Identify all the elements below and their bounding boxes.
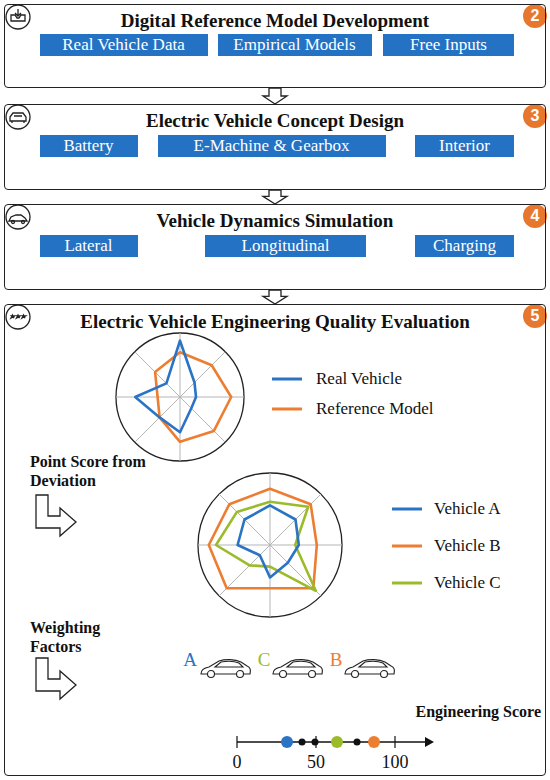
legend-text: Real Vehicle bbox=[316, 369, 402, 389]
panel-icon bbox=[6, 105, 30, 129]
radar-series bbox=[155, 352, 231, 442]
panel-heading: Digital Reference Model Development bbox=[5, 10, 545, 32]
radar-outline bbox=[116, 333, 244, 461]
vehicle-letter: C bbox=[258, 649, 271, 671]
axis-tick-label: 100 bbox=[382, 752, 409, 773]
radar-series bbox=[216, 502, 316, 591]
flow-arrow bbox=[263, 290, 287, 304]
callout-number: 2 bbox=[531, 7, 540, 25]
radar-series bbox=[238, 505, 299, 577]
panel-heading: Electric Vehicle Engineering Quality Eva… bbox=[5, 311, 545, 333]
legend-line bbox=[392, 508, 422, 511]
stage-panel: Electric Vehicle Concept DesignBattery E-… bbox=[4, 104, 546, 190]
tag-text: Free Inputs bbox=[410, 35, 487, 54]
number-circle bbox=[523, 4, 547, 28]
number-circle bbox=[523, 104, 547, 128]
step-label: Point Score from Deviation bbox=[30, 452, 160, 490]
tag-text: Longitudinal bbox=[242, 236, 330, 255]
car-wheel bbox=[381, 671, 388, 678]
legend-text: Vehicle B bbox=[434, 536, 501, 556]
radar-series bbox=[135, 341, 196, 433]
panel-icon bbox=[6, 5, 30, 29]
car-window bbox=[215, 661, 243, 667]
score-axis bbox=[237, 736, 434, 748]
tag-text: Interior bbox=[439, 136, 490, 155]
flow-arrow bbox=[263, 190, 287, 204]
legend-line bbox=[272, 378, 302, 381]
panel-icon bbox=[6, 205, 30, 229]
car-wheel bbox=[237, 671, 244, 678]
car-wheel bbox=[309, 671, 316, 678]
category-tag: Battery bbox=[40, 135, 138, 157]
step-label: Weighting Factors bbox=[30, 618, 130, 656]
tag-text: Charging bbox=[433, 236, 496, 255]
car-icon bbox=[345, 660, 394, 678]
legend-text: Vehicle A bbox=[434, 499, 501, 519]
number-circle bbox=[523, 204, 547, 228]
category-tag: E-Machine & Gearbox bbox=[158, 135, 386, 157]
radar-spoke bbox=[180, 397, 244, 398]
category-tag: Lateral bbox=[40, 235, 138, 257]
legend-text: Reference Model bbox=[316, 399, 434, 419]
car-wheel bbox=[280, 671, 287, 678]
category-tag: Empirical Models bbox=[218, 34, 372, 56]
category-tag: Interior bbox=[415, 135, 514, 157]
axis-tick-label: 50 bbox=[307, 752, 325, 773]
tag-text: Lateral bbox=[64, 236, 112, 255]
callout-number: 4 bbox=[531, 207, 540, 225]
category-tag: Free Inputs bbox=[383, 34, 514, 56]
callout-number: 3 bbox=[531, 107, 540, 125]
number-circle bbox=[523, 304, 547, 328]
category-tag: Longitudinal bbox=[205, 235, 366, 257]
axis-tick-label: 0 bbox=[233, 752, 242, 773]
legend-line bbox=[392, 545, 422, 548]
car-wheel bbox=[352, 671, 359, 678]
radar-chart bbox=[116, 333, 244, 461]
category-tag: Real Vehicle Data bbox=[40, 34, 208, 56]
tag-text: Battery bbox=[63, 136, 113, 155]
stage-panel: Digital Reference Model DevelopmentReal … bbox=[4, 4, 546, 88]
stage-panel: Vehicle Dynamics SimulationLateral Longit… bbox=[4, 204, 546, 290]
radar-spoke bbox=[270, 545, 342, 546]
legend-line bbox=[272, 408, 302, 411]
radar-outline bbox=[198, 473, 342, 617]
radar-chart bbox=[198, 473, 342, 617]
vehicle-letter: B bbox=[330, 649, 343, 671]
tag-text: Empirical Models bbox=[233, 35, 355, 54]
panel-icon bbox=[6, 305, 30, 329]
radar-spoke bbox=[116, 397, 180, 398]
panel-heading: Vehicle Dynamics Simulation bbox=[5, 210, 545, 232]
tag-text: E-Machine & Gearbox bbox=[194, 136, 350, 155]
axis-title: Engineering Score bbox=[416, 703, 541, 721]
flow-arrow bbox=[263, 88, 287, 104]
car-icon bbox=[273, 660, 322, 678]
legend-text: Vehicle C bbox=[434, 573, 501, 593]
car-wheel bbox=[208, 671, 215, 678]
bent-arrow bbox=[36, 495, 76, 536]
panel-heading: Electric Vehicle Concept Design bbox=[5, 110, 545, 132]
car-window bbox=[287, 661, 315, 667]
radar-spoke bbox=[270, 473, 271, 545]
tag-text: Real Vehicle Data bbox=[62, 35, 184, 54]
callout-number: 5 bbox=[531, 307, 540, 325]
legend-line bbox=[392, 582, 422, 585]
vehicle-letter: A bbox=[183, 649, 197, 671]
category-tag: Charging bbox=[415, 235, 514, 257]
car-window bbox=[359, 661, 387, 667]
car-icon bbox=[201, 660, 250, 678]
radar-spoke bbox=[270, 545, 271, 617]
bent-arrow bbox=[36, 658, 76, 699]
